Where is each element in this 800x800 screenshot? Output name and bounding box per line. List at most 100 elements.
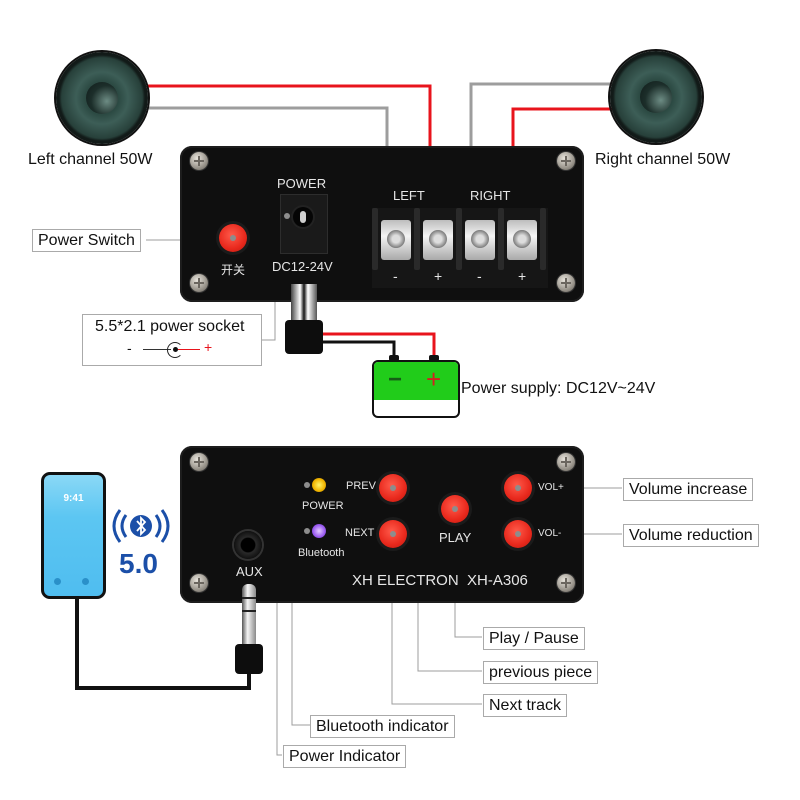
socket-marker-dot [284, 213, 290, 219]
power-supply-label: Power supply: DC12V~24V [461, 380, 656, 397]
bluetooth-led [312, 524, 326, 538]
screw-icon [557, 274, 575, 292]
right-channel-terminal-label: RIGHT [470, 188, 511, 203]
polarity-label: - [393, 268, 398, 284]
next-track-callout: Next track [483, 694, 568, 717]
aux-input-jack[interactable] [234, 531, 262, 559]
socket-polarity-diagram: - + [127, 339, 237, 359]
bluetooth-indicator-callout: Bluetooth indicator [310, 715, 455, 738]
left-channel-label: Left channel 50W [28, 151, 153, 168]
aux-plug-icon [242, 584, 256, 646]
terminal-right-plus[interactable] [507, 220, 537, 260]
right-channel-label: Right channel 50W [595, 151, 731, 168]
screw-icon [557, 152, 575, 170]
volume-up-button[interactable] [504, 474, 532, 502]
next-button[interactable] [379, 520, 407, 548]
terminal-divider [540, 208, 546, 270]
phone-camera-icon [82, 578, 89, 585]
terminal-block: - + - + [372, 208, 548, 288]
speaker-cone-icon [86, 82, 118, 114]
switch-marker-dot [230, 235, 236, 241]
play-marker-dot [452, 506, 458, 512]
battery-terminal-negative [389, 355, 399, 361]
volume-reduction-callout: Volume reduction [623, 524, 759, 547]
battery-minus: − [388, 366, 403, 393]
screw-icon [557, 574, 575, 592]
previous-piece-callout: previous piece [483, 661, 599, 684]
phone-time: 9:41 [63, 493, 84, 504]
power-socket-callout: 5.5*2.1 power socket - + [82, 314, 262, 366]
right-speaker [610, 51, 702, 143]
prev-label: PREV [346, 480, 376, 492]
amplifier-front-panel: AUX POWER Bluetooth PREV NEXT PLAY VOL+ … [180, 446, 584, 603]
battery-black-wire [322, 340, 396, 358]
aux-cable [75, 592, 251, 690]
socket-symbol-icon [167, 342, 183, 358]
terminal-left-plus[interactable] [423, 220, 453, 260]
terminal-divider [456, 208, 462, 270]
power-switch-callout: Power Switch [32, 229, 141, 252]
bluetooth-led-label: Bluetooth [298, 547, 345, 559]
play-pause-callout: Play / Pause [483, 627, 585, 650]
battery-terminal-positive [429, 355, 439, 361]
polarity-label: + [434, 268, 443, 284]
power-led-label: POWER [302, 500, 344, 512]
volume-up-label: VOL+ [538, 482, 564, 493]
dc-power-socket[interactable] [280, 194, 328, 254]
power-label: POWER [277, 176, 327, 191]
brand-model-label: XH ELECTRON XH-A306 [352, 572, 528, 589]
bluetooth-led-marker-dot [304, 528, 310, 534]
terminal-left-minus[interactable] [381, 220, 411, 260]
amplifier-back-panel: POWER DC12-24V 开关 LEFT RIGHT - + - + [180, 146, 584, 302]
screw-icon [190, 453, 208, 471]
aux-label: AUX [236, 564, 263, 579]
left-channel-terminal-label: LEFT [393, 188, 425, 203]
socket-center-pin-icon [173, 347, 178, 352]
next-marker-dot [390, 531, 396, 537]
screw-icon [190, 152, 208, 170]
speaker-cone-icon [640, 81, 672, 113]
volume-increase-callout: Volume increase [623, 478, 754, 501]
socket-minus-sign: - [127, 340, 132, 356]
battery-plus: + [426, 364, 442, 394]
bluetooth-version-label: 5.0 [119, 548, 158, 579]
left-speaker [56, 52, 148, 144]
vol-down-marker-dot [515, 531, 521, 537]
socket-positive-line [178, 349, 200, 350]
socket-negative-line [143, 349, 171, 350]
battery-red-wire [322, 332, 436, 358]
dc-voltage-label: DC12-24V [272, 259, 333, 274]
power-socket-label: 5.5*2.1 power socket [95, 318, 245, 335]
volume-down-button[interactable] [504, 520, 532, 548]
volume-down-label: VOL- [538, 528, 562, 539]
socket-hole-icon [293, 207, 313, 227]
aux-plug-boot-icon [235, 644, 263, 674]
terminal-divider [372, 208, 378, 270]
polarity-label: - [477, 268, 482, 284]
power-switch-button[interactable] [219, 224, 247, 252]
screw-icon [190, 574, 208, 592]
power-led-marker-dot [304, 482, 310, 488]
terminal-divider [414, 208, 420, 270]
screw-icon [190, 274, 208, 292]
power-led [312, 478, 326, 492]
smartphone-icon: 9:41 [41, 472, 106, 599]
prev-marker-dot [390, 485, 396, 491]
prev-button[interactable] [379, 474, 407, 502]
power-indicator-callout: Power Indicator [283, 745, 407, 768]
vol-up-marker-dot [515, 485, 521, 491]
play-button[interactable] [441, 495, 469, 523]
polarity-label: + [518, 268, 527, 284]
socket-plus-sign: + [204, 339, 213, 355]
terminal-right-minus[interactable] [465, 220, 495, 260]
dc-plug-boot-icon [285, 320, 323, 354]
phone-flashlight-icon [54, 578, 61, 585]
switch-cn-label: 开关 [221, 263, 246, 277]
dc-plug-icon [291, 284, 317, 324]
play-label: PLAY [439, 530, 472, 545]
screw-icon [557, 453, 575, 471]
bluetooth-waves-icon [106, 506, 176, 546]
battery-icon: − + [372, 360, 460, 418]
next-label: NEXT [345, 527, 375, 539]
terminal-divider [498, 208, 504, 270]
